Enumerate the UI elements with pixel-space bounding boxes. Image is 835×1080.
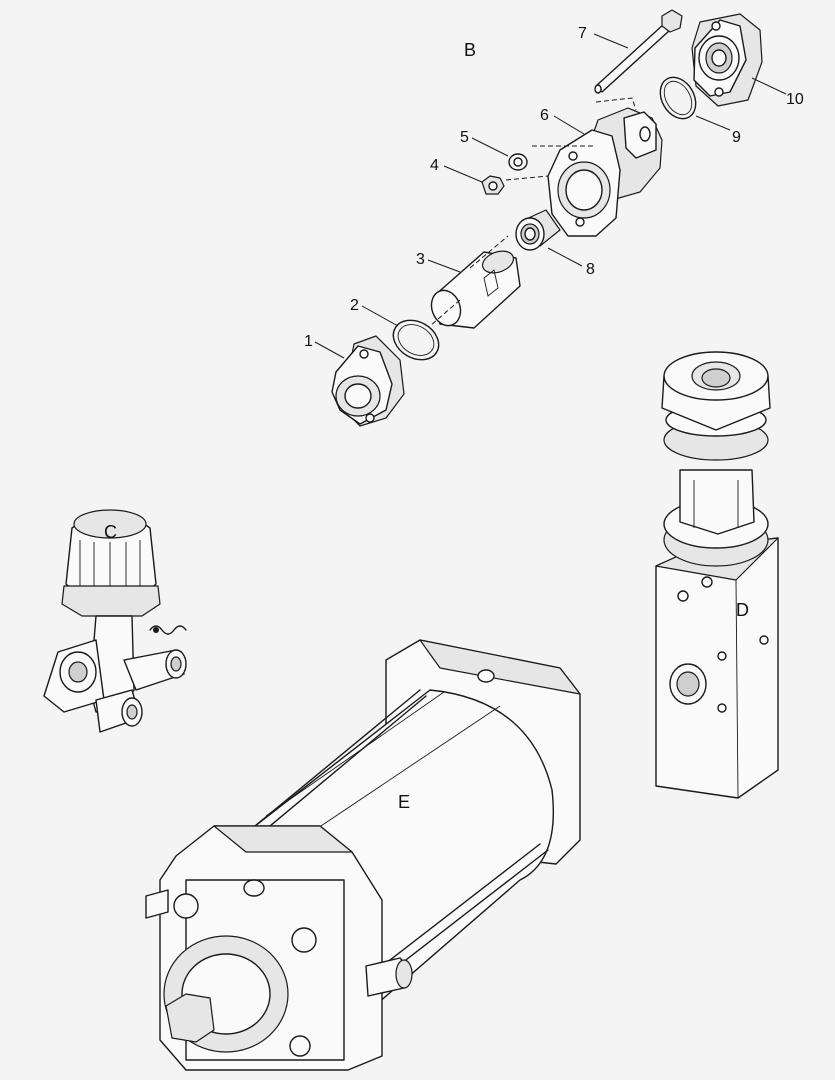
part-1-flange — [331, 335, 405, 427]
assembly-label-c: C — [104, 522, 117, 542]
assembly-label-d: D — [736, 600, 749, 620]
part-2-o-ring — [392, 319, 440, 361]
callout-9: 9 — [732, 129, 741, 146]
callout-5: 5 — [460, 129, 469, 146]
part-7-bolt — [594, 9, 683, 94]
assembly-labels: B C D E — [104, 40, 749, 812]
callout-10: 10 — [786, 91, 804, 108]
part-9-o-ring — [659, 76, 697, 120]
callout-4: 4 — [430, 157, 439, 174]
assembly-e — [145, 639, 581, 1071]
assembly-c — [43, 509, 187, 733]
assembly-label-b: B — [464, 40, 476, 60]
callout-1: 1 — [304, 333, 313, 350]
callout-2: 2 — [350, 297, 359, 314]
assembly-label-e: E — [398, 792, 410, 812]
part-4-nut — [481, 175, 505, 195]
callout-8: 8 — [586, 261, 595, 278]
part-3-sleeve — [430, 235, 521, 329]
part-6-yoke-bracket — [547, 97, 663, 237]
callout-labels: 1 2 3 4 5 6 7 8 9 10 — [304, 25, 804, 350]
part-8-bearing — [515, 209, 561, 251]
assembly-b — [331, 9, 763, 427]
part-5-washer — [508, 153, 528, 171]
assembly-d — [655, 351, 779, 799]
callout-leaders — [314, 33, 787, 359]
callout-3: 3 — [416, 251, 425, 268]
callout-7: 7 — [578, 25, 587, 42]
part-10-bearing-flange — [691, 13, 763, 107]
callout-6: 6 — [540, 107, 549, 124]
